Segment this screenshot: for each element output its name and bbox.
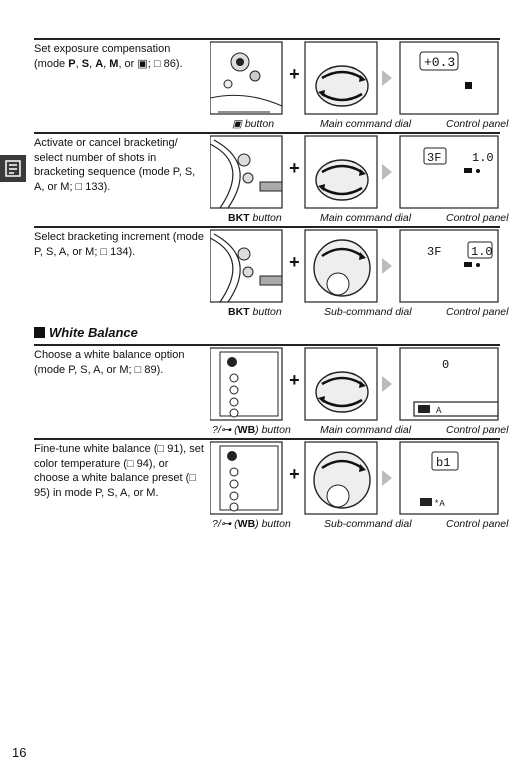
chapter-tab — [0, 155, 26, 182]
lcd-value-bottom: *A — [434, 499, 445, 509]
main-command-dial-illustration — [304, 347, 378, 421]
row-description: Activate or cancel bracketing/ select nu… — [34, 137, 196, 193]
caption-button: BKT button — [228, 306, 282, 318]
caption-dial: Main command dial — [320, 424, 412, 436]
camera-side-illustration — [209, 229, 283, 303]
caption-dial: Main command dial — [320, 118, 412, 130]
sub-command-dial-illustration — [304, 229, 378, 303]
heading-marker-icon — [34, 327, 45, 338]
svg-text:+: + — [289, 160, 300, 180]
row-white-balance-option: Choose a white balance option (mode P, S… — [34, 344, 508, 438]
row-description: Fine-tune white balance (□ 91), set colo… — [34, 443, 204, 499]
caption-dial: Sub-command dial — [324, 518, 412, 530]
svg-text:+: + — [289, 466, 300, 486]
camera-top-illustration — [209, 41, 283, 115]
lcd-value: +0.3 — [424, 55, 455, 70]
caption-panel: Control panel — [446, 212, 509, 224]
caption-dial: Main command dial — [320, 212, 412, 224]
sub-command-dial-illustration — [304, 441, 378, 515]
row-fine-tune-white-balance: Fine-tune white balance (□ 91), set colo… — [34, 438, 508, 532]
quick-start-icon — [5, 160, 21, 177]
main-command-dial-illustration — [304, 135, 378, 209]
camera-back-illustration — [209, 347, 283, 421]
control-panel-lcd: +0.3 — [399, 41, 499, 115]
row-description: Choose a white balance option (mode P, S… — [34, 349, 185, 376]
caption-button: ?/⊶ (WB) button — [212, 424, 291, 436]
caption-button: ?/⊶ (WB) button — [212, 518, 291, 530]
row-bracketing-increment: Select bracketing increment (mode P, S, … — [34, 226, 508, 320]
caption-panel: Control panel — [446, 518, 509, 530]
main-command-dial-illustration — [304, 41, 378, 115]
svg-text:+: + — [289, 66, 300, 86]
lcd-value-right: 1.0 — [471, 245, 493, 259]
svg-text:+: + — [289, 372, 300, 392]
camera-side-illustration — [209, 135, 283, 209]
lcd-value-top: 0 — [442, 358, 449, 372]
svg-text:+: + — [289, 254, 300, 274]
lcd-value-right: 1.0 — [472, 151, 494, 165]
control-panel-lcd: 0 A — [399, 347, 499, 421]
illustration-group: + 3F 1.0 BKT button Main command dial Co… — [209, 134, 508, 224]
caption-button: ▣ button — [232, 118, 275, 130]
row-bracketing-shots: Activate or cancel bracketing/ select nu… — [34, 132, 508, 226]
lcd-value-bottom: A — [436, 406, 442, 416]
illustration-group: + 0 A ?/⊶ (WB) button Main command dial … — [209, 346, 508, 436]
caption-panel: Control panel — [446, 424, 509, 436]
control-panel-lcd: 3F 1.0 — [399, 229, 499, 303]
caption-dial: Sub-command dial — [324, 306, 412, 318]
lcd-value-left: 3F — [427, 151, 441, 165]
caption-panel: Control panel — [446, 118, 509, 130]
illustration-group: + +0.3 ▣ button Main command dial Contro… — [209, 40, 508, 130]
illustration-group: + b1 *A ?/⊶ (WB) button Sub-command dial… — [209, 440, 508, 530]
row-description: Select bracketing increment (mode P, S, … — [34, 231, 204, 258]
camera-back-illustration — [209, 441, 283, 515]
caption-button: BKT button — [228, 212, 282, 224]
row-exposure-compensation: Set exposure compensation (mode P, S, A,… — [34, 38, 508, 132]
control-panel-lcd: b1 *A — [399, 441, 499, 515]
section-heading: White Balance — [34, 325, 138, 340]
page-number: 16 — [12, 745, 27, 760]
lcd-value-top: b1 — [436, 456, 450, 470]
lcd-value-left: 3F — [427, 245, 441, 259]
control-panel-lcd: 3F 1.0 — [399, 135, 499, 209]
illustration-group: + 3F 1.0 BKT button Sub-command dial Con… — [209, 228, 508, 318]
row-description: Set exposure compensation (mode P, S, A,… — [34, 43, 183, 70]
caption-panel: Control panel — [446, 306, 509, 318]
